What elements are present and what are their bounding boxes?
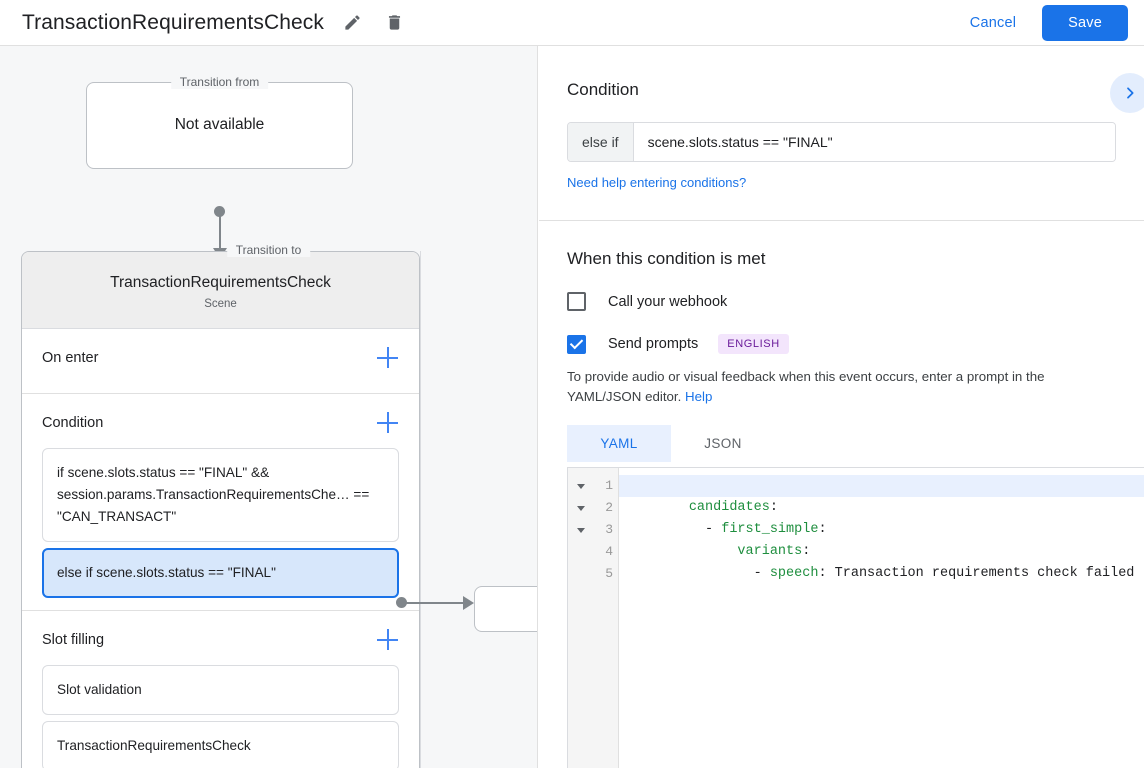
add-condition-button[interactable] xyxy=(377,412,399,434)
trash-icon xyxy=(388,15,400,30)
condition-item[interactable]: if scene.slots.status == "FINAL" && sess… xyxy=(42,448,399,542)
condition-output-line xyxy=(405,602,465,604)
cancel-button[interactable]: Cancel xyxy=(956,7,1030,39)
call-webhook-label: Call your webhook xyxy=(608,293,728,310)
fold-toggle-cell xyxy=(568,563,593,585)
expand-panel-button[interactable] xyxy=(1110,73,1144,113)
condition-output-arrowhead xyxy=(463,596,474,610)
line-number: 1 xyxy=(605,478,613,493)
condition-output-dot xyxy=(396,597,407,608)
page-title: TransactionRequirementsCheck xyxy=(22,10,324,34)
fold-arrow-icon[interactable] xyxy=(576,527,585,533)
code-text: Transaction requirements check failed xyxy=(826,566,1135,581)
scene-card[interactable]: TransactionRequirementsCheck Scene On en… xyxy=(21,251,420,768)
scene-section-on-enter: On enter xyxy=(22,329,419,394)
send-prompts-checkbox[interactable] xyxy=(567,334,586,354)
fold-toggle-cell[interactable] xyxy=(568,475,593,497)
condition-section: Condition else if scene.slots.status == … xyxy=(539,46,1144,192)
flow-canvas[interactable]: Transition from Not available Transition… xyxy=(0,46,538,768)
fold-toggle-cell[interactable] xyxy=(568,497,593,519)
next-node-card[interactable] xyxy=(474,586,537,632)
tab-json[interactable]: JSON xyxy=(704,436,742,451)
save-button[interactable]: Save xyxy=(1042,4,1128,41)
top-bar-actions: Cancel Save xyxy=(956,4,1144,41)
code-punct: : xyxy=(818,566,827,581)
code-key: candidates xyxy=(688,500,770,515)
section-title-condition: Condition xyxy=(42,415,104,431)
condition-input-row[interactable]: else if scene.slots.status == "FINAL" xyxy=(567,122,1116,162)
yaml-editor[interactable]: 1 2 3 4 5 candidates: - first_simple: va… xyxy=(567,467,1144,768)
editor-fold-gutter xyxy=(568,468,593,768)
transition-to-legend: Transition to xyxy=(226,243,311,257)
fold-toggle-cell xyxy=(568,541,593,563)
scene-card-header[interactable]: TransactionRequirementsCheck Scene xyxy=(22,252,419,329)
section-title-on-enter: On enter xyxy=(42,350,99,366)
send-prompts-label: Send prompts xyxy=(608,336,699,352)
section-header-condition: Condition xyxy=(22,394,419,442)
chevron-right-icon xyxy=(1127,87,1134,99)
code-indent: - xyxy=(688,522,722,537)
add-slot-filling-button[interactable] xyxy=(377,629,399,651)
code-line[interactable]: - first_simple: xyxy=(619,497,1144,537)
condition-help-link[interactable]: Need help entering conditions? xyxy=(567,175,747,190)
line-number: 4 xyxy=(605,544,613,559)
add-on-enter-button[interactable] xyxy=(377,347,399,369)
canvas-guide-line xyxy=(420,251,421,768)
code-key: variants xyxy=(737,544,803,559)
scene-name: TransactionRequirementsCheck xyxy=(110,274,331,291)
code-line[interactable]: candidates: xyxy=(619,475,1144,515)
code-punct: : xyxy=(769,500,778,515)
fold-toggle-cell[interactable] xyxy=(568,519,593,541)
panel-divider xyxy=(539,220,1144,221)
connector-dot xyxy=(214,206,225,217)
slot-filling-item[interactable]: TransactionRequirementsCheck xyxy=(42,721,399,768)
condition-heading: Condition xyxy=(567,80,639,99)
code-punct: : xyxy=(818,522,827,537)
prompts-description: To provide audio or visual feedback when… xyxy=(567,367,1116,407)
prompts-description-text: To provide audio or visual feedback when… xyxy=(567,369,1045,404)
when-condition-met-heading: When this condition is met xyxy=(567,249,766,268)
top-bar: TransactionRequirementsCheck Cancel Save xyxy=(0,0,1144,46)
code-key: speech xyxy=(769,566,819,581)
scene-type: Scene xyxy=(204,298,237,310)
section-header-on-enter: On enter xyxy=(22,329,419,377)
line-number: 2 xyxy=(605,500,613,515)
scene-section-condition: Condition if scene.slots.status == "FINA… xyxy=(22,394,419,611)
editor-format-tabs: YAML JSON xyxy=(567,425,1116,462)
transition-from-box[interactable]: Transition from Not available xyxy=(86,75,353,169)
condition-item-selected[interactable]: else if scene.slots.status == "FINAL" xyxy=(42,548,399,598)
condition-prefix-label: else if xyxy=(568,123,634,161)
prompts-help-link[interactable]: Help xyxy=(685,389,713,404)
line-number: 3 xyxy=(605,522,613,537)
section-title-slot-filling: Slot filling xyxy=(42,632,105,648)
code-indent xyxy=(689,544,738,559)
details-panel: Condition else if scene.slots.status == … xyxy=(539,46,1144,768)
transition-from-legend: Transition from xyxy=(170,75,269,89)
fold-arrow-icon[interactable] xyxy=(576,505,585,511)
when-condition-met-section: When this condition is met Call your web… xyxy=(539,221,1144,462)
code-punct: : xyxy=(802,544,811,559)
code-line[interactable]: - speech: Transaction requirements check… xyxy=(619,541,1144,581)
code-indent: - xyxy=(688,566,770,581)
connector-line xyxy=(219,212,221,251)
code-key: first_simple xyxy=(721,522,819,537)
code-line[interactable]: variants: xyxy=(619,519,1144,559)
language-badge: ENGLISH xyxy=(718,334,789,354)
scene-section-slot-filling: Slot filling Slot validation Transaction… xyxy=(22,611,419,768)
condition-expression-input[interactable]: scene.slots.status == "FINAL" xyxy=(633,123,1115,161)
editor-code-area[interactable]: candidates: - first_simple: variants: - … xyxy=(619,468,1144,768)
call-webhook-checkbox[interactable] xyxy=(567,292,586,311)
slot-filling-item[interactable]: Slot validation xyxy=(42,665,399,715)
tab-yaml[interactable]: YAML xyxy=(567,425,671,462)
editor-line-numbers: 1 2 3 4 5 xyxy=(593,468,619,768)
section-header-slot-filling: Slot filling xyxy=(22,611,419,659)
webhook-checkbox-row[interactable]: Call your webhook xyxy=(567,292,1116,311)
line-number: 5 xyxy=(605,566,613,581)
fold-arrow-icon[interactable] xyxy=(576,483,585,489)
delete-trash-icon-button[interactable] xyxy=(380,9,408,37)
send-prompts-checkbox-row[interactable]: Send prompts ENGLISH xyxy=(567,334,1116,354)
pencil-icon xyxy=(344,15,360,30)
transition-from-value: Not available xyxy=(174,116,265,133)
edit-pencil-icon-button[interactable] xyxy=(338,9,366,37)
